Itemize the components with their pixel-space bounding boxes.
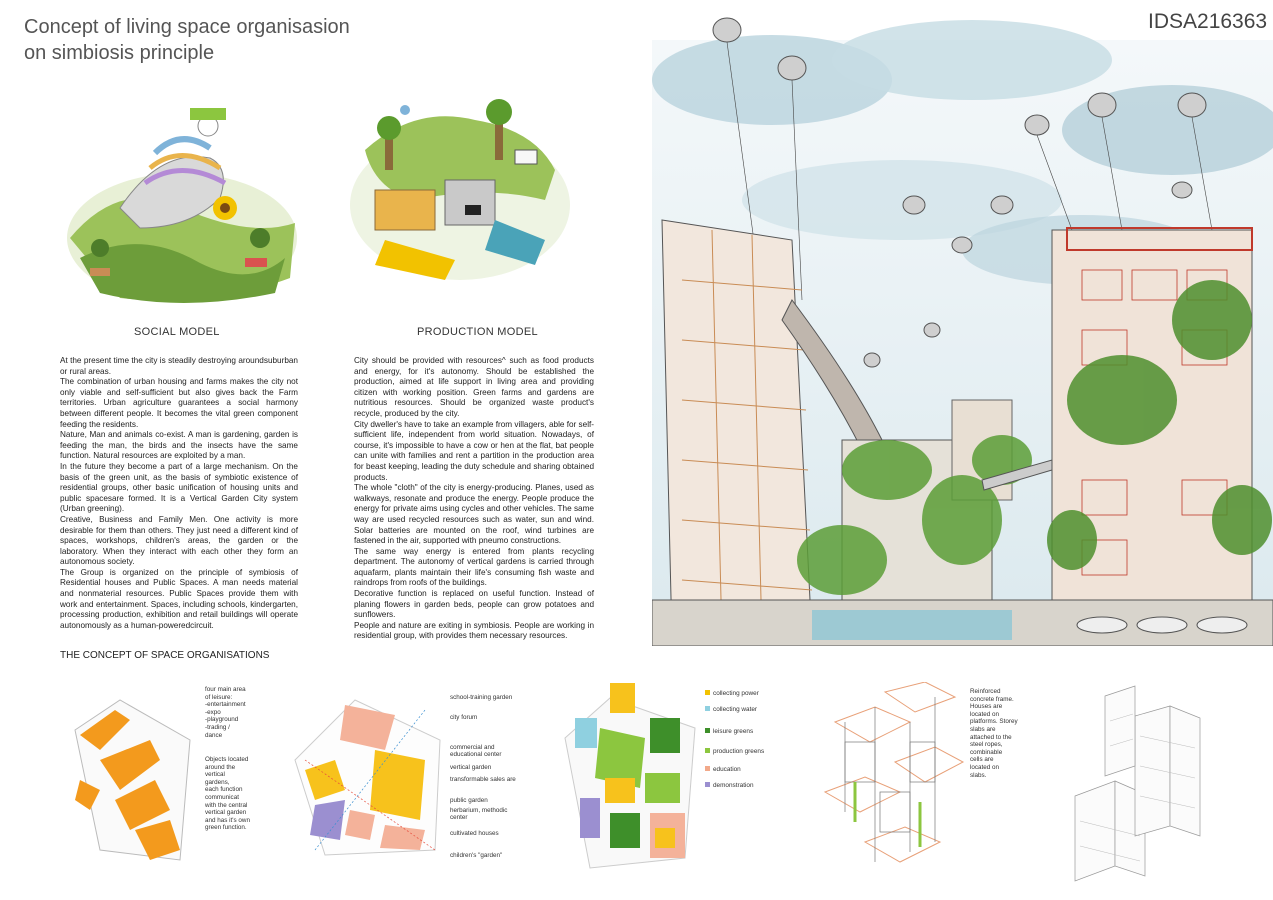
- note-line: with the central: [205, 801, 248, 809]
- concept-diagram-frame: [815, 682, 965, 882]
- note-line: platforms. Storey: [970, 718, 1018, 726]
- legend-swatch: [705, 748, 710, 753]
- note-line: -trading /: [205, 723, 230, 731]
- functions-labels: school-training garden city forum commer…: [450, 694, 525, 864]
- legend-label: production greens: [713, 748, 765, 755]
- production-model-illustration: [345, 90, 575, 290]
- social-paragraph: The Group is organized on the principle …: [60, 567, 298, 630]
- diagram-label: school-training garden: [450, 694, 513, 701]
- social-paragraph: Nature, Man and animals co-exist. A man …: [60, 430, 298, 461]
- page-title: Concept of living space organisasion on …: [24, 14, 350, 66]
- section-title: THE CONCEPT OF SPACE ORGANISATIONS: [60, 650, 270, 661]
- diagram-label: cultivated houses: [450, 830, 499, 837]
- legend-item: production greens: [705, 748, 764, 755]
- note-line: vertical: [205, 771, 225, 779]
- social-model-text: At the present time the city is steadily…: [60, 356, 298, 631]
- production-paragraph: City should be provided with resources^ …: [354, 356, 594, 418]
- leisure-note: four main area of leisure: -entertainmen…: [205, 686, 246, 739]
- note-line: each function: [205, 786, 243, 794]
- legend-item: education: [705, 766, 741, 773]
- social-paragraph: In the future they become a part of a la…: [60, 461, 298, 514]
- title-line-1: Concept of living space organisasion: [24, 16, 350, 38]
- legend-item: collecting water: [705, 706, 757, 713]
- note-line: -expo: [205, 708, 221, 716]
- legend-item: leisure greens: [705, 728, 753, 735]
- diagram-label: children's "garden": [450, 852, 503, 859]
- note-line: green function.: [205, 824, 247, 832]
- social-paragraph: At the present time the city is steadily…: [60, 356, 298, 376]
- social-paragraph: Creative, Business and Family Men. One a…: [60, 514, 298, 567]
- concept-diagram-structure: [1065, 676, 1215, 886]
- note-line: cells are: [970, 756, 994, 764]
- diagram-label: public garden: [450, 797, 488, 804]
- note-line: of leisure:: [205, 693, 233, 701]
- legend-label: collecting water: [713, 706, 758, 713]
- production-model-caption: PRODUCTION MODEL: [417, 326, 538, 338]
- note-line: slabs.: [970, 771, 987, 779]
- legend-swatch: [705, 706, 710, 711]
- note-line: combinable: [970, 748, 1003, 756]
- legend-label: leisure greens: [713, 728, 754, 735]
- note-line: steel ropes,: [970, 741, 1003, 749]
- project-code: IDSA216363: [1148, 10, 1268, 33]
- note-line: -entertainment: [205, 701, 246, 709]
- concept-diagram-zones: [560, 678, 700, 878]
- note-line: around the: [205, 763, 236, 771]
- diagram-label: city forum: [450, 714, 478, 721]
- note-line: four main area: [205, 686, 246, 693]
- note-line: -playground: [205, 716, 239, 724]
- note-line: attached to the: [970, 733, 1012, 741]
- legend-label: demonstration: [713, 782, 754, 789]
- diagram-label: transformable sales are: [450, 776, 516, 783]
- note-line: vertical garden: [205, 809, 247, 817]
- note-line: located on: [970, 710, 1000, 718]
- note-line: dance: [205, 731, 223, 739]
- note-line: located on: [970, 763, 1000, 771]
- note-line: slabs are: [970, 725, 996, 733]
- title-line-2: on simbiosis principle: [24, 42, 215, 64]
- note-line: Houses are: [970, 703, 1003, 711]
- social-paragraph: The combination of urban housing and far…: [60, 377, 298, 429]
- legend-swatch: [705, 690, 710, 695]
- legend-swatch: [705, 782, 710, 787]
- social-model-caption: SOCIAL MODEL: [134, 326, 220, 338]
- production-paragraph: The same way energy is entered from plan…: [354, 546, 594, 588]
- production-paragraph: People and nature are exiting in symbios…: [354, 620, 594, 641]
- legend-item: demonstration: [705, 782, 754, 789]
- legend-swatch: [705, 766, 710, 771]
- note-line: Objects located: [205, 756, 249, 763]
- note-line: gardens,: [205, 778, 230, 786]
- production-model-text: City should be provided with resources^ …: [354, 356, 594, 642]
- note-line: concrete frame.: [970, 695, 1014, 703]
- production-paragraph: Decorative function is replaced on usefu…: [354, 589, 594, 620]
- frame-note: Reinforced concrete frame. Houses are lo…: [970, 688, 1018, 779]
- legend-item: collecting power: [705, 690, 759, 697]
- legend-label: education: [713, 766, 741, 773]
- vertical-city-illustration: [652, 0, 1273, 646]
- production-paragraph: The whole "cloth" of the city is energy-…: [354, 483, 594, 546]
- note-line: communicat: [205, 793, 239, 801]
- diagram-label: vertical garden: [450, 764, 492, 771]
- legend-swatch: [705, 728, 710, 733]
- production-paragraph: City dweller's have to take an example f…: [354, 419, 595, 482]
- note-line: Reinforced: [970, 688, 1001, 695]
- objects-note: Objects located around the vertical gard…: [205, 756, 250, 832]
- legend-label: collecting power: [713, 690, 759, 697]
- diagram-label: commercial and educational center: [450, 744, 502, 758]
- note-line: and has it's own: [205, 816, 250, 824]
- concept-diagram-functions: [285, 690, 445, 860]
- zones-legend: collecting power collecting water leisur…: [705, 690, 775, 800]
- diagram-label: herbarium, methodic center: [450, 807, 508, 821]
- social-model-illustration: [60, 88, 305, 313]
- concept-diagram-leisure: [60, 680, 200, 870]
